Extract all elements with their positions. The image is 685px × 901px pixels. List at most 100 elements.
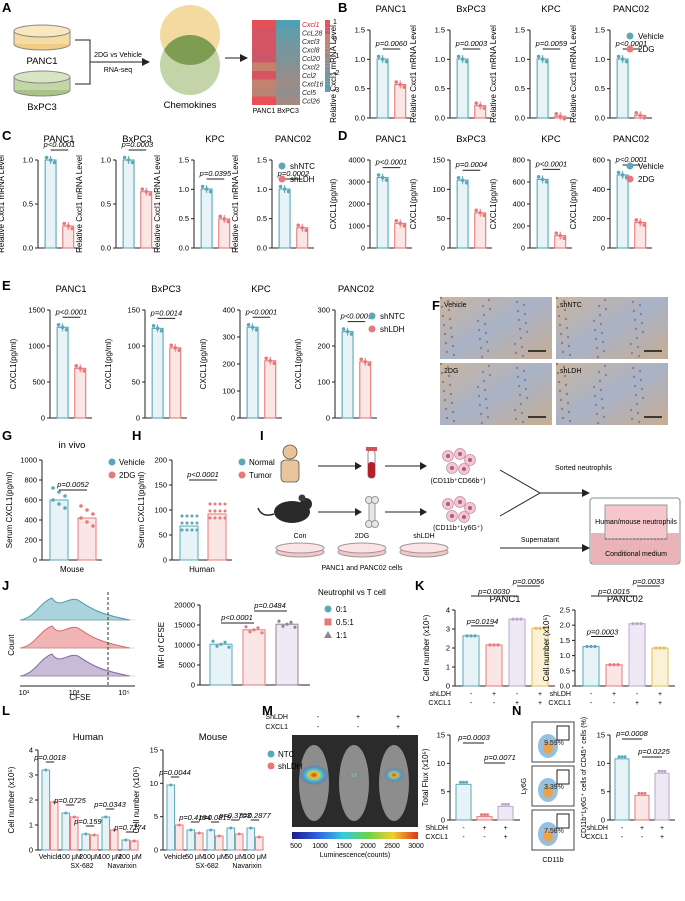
legend-swatch (626, 45, 634, 53)
heat-cell (276, 37, 300, 46)
bar (394, 84, 407, 119)
stain-dot (568, 353, 572, 357)
bar (44, 159, 57, 249)
scale-step (325, 88, 330, 92)
data-point (345, 329, 350, 334)
stain-dot (596, 355, 600, 359)
transwell-icon (589, 497, 681, 565)
data-point (620, 57, 625, 61)
sign-label: - (317, 714, 320, 721)
x-tick-label: 10³ (69, 688, 80, 697)
y-axis-label: CXCL1(pg/ml) (409, 178, 418, 229)
panel-label-d: D (338, 128, 347, 143)
legend-label: 2DG (638, 45, 654, 54)
sign-label: - (462, 825, 465, 832)
data-point (460, 57, 465, 61)
legend-label: shLDH (380, 325, 405, 334)
arrow-label-1: 2DG vs Vehicle (94, 52, 142, 59)
heat-cell (276, 96, 300, 105)
stain-dot (476, 385, 480, 389)
data-point (662, 646, 666, 650)
sign-label: + (660, 834, 664, 841)
bar (536, 58, 549, 119)
data-point (260, 631, 264, 635)
bar (206, 829, 216, 851)
stain-dot (600, 331, 604, 335)
data-point (112, 828, 116, 832)
data-point (151, 324, 156, 328)
y-axis-label: CXCL1(pg/ml) (199, 338, 208, 389)
data-point (56, 322, 61, 327)
data-point (464, 180, 469, 185)
chart-title: Mouse (199, 732, 228, 743)
data-point (474, 208, 479, 213)
arrowhead (582, 489, 590, 497)
data-point (341, 327, 346, 331)
group-label: Navarixin (232, 863, 261, 870)
x-axis-label: CD11b (542, 857, 563, 864)
y-tick-label: 10 (597, 759, 605, 768)
data-point (465, 780, 468, 784)
data-point (402, 224, 407, 228)
data-point (85, 508, 89, 512)
y-axis-label: CXCL1(pg/ml) (569, 178, 578, 229)
luminescence-signal (384, 768, 404, 782)
y-tick-label: 0.0 (179, 244, 189, 253)
bar (246, 827, 256, 851)
y-tick-label: 2 (446, 644, 450, 653)
chart-title: in vivo (59, 440, 86, 451)
y-axis-label: CD11b⁺Ly6G⁺ cells of CD45⁺ cells (%) (581, 717, 588, 838)
data-point (296, 223, 301, 228)
scale-step (325, 34, 330, 38)
x-tick-label: 100 μM (98, 854, 122, 861)
y-tick-label: 100 (127, 342, 140, 351)
legend-label: 2DG (638, 175, 654, 184)
bar (455, 783, 472, 821)
p-value: p=0.0343 (93, 800, 126, 809)
stain-dot (563, 308, 567, 312)
data-point (501, 802, 504, 806)
heat-cell (276, 20, 300, 29)
data-point (215, 644, 219, 648)
data-point (536, 54, 541, 59)
y-tick-label: 150 (127, 306, 140, 315)
stain-dot (513, 408, 517, 412)
y-tick-label: 2.5 (560, 606, 570, 615)
scale-step (325, 48, 330, 53)
cells-label: PANC1 and PANC02 cells (321, 565, 403, 572)
y-tick-label: 100 (317, 378, 330, 387)
y-tick-label: 0 (29, 846, 33, 855)
data-point (562, 116, 567, 121)
data-point (197, 831, 201, 835)
heat-cell (252, 20, 276, 29)
data-point (219, 642, 223, 646)
data-point (190, 521, 194, 525)
bar (49, 499, 69, 561)
data-point (195, 528, 199, 532)
data-point (623, 755, 627, 759)
data-point (496, 643, 500, 647)
data-point (91, 524, 95, 528)
bar (169, 347, 182, 419)
scale-step (325, 30, 330, 35)
bar (209, 643, 233, 686)
stain-dot (483, 322, 487, 326)
conditional-medium-label: Conditional medium (605, 551, 667, 558)
y-tick-label: 0.0 (355, 114, 365, 123)
p-value: p<0.0001 (186, 470, 219, 479)
row-label: CXCL1 (425, 834, 448, 841)
data-point (286, 189, 291, 194)
nucleus (462, 467, 466, 471)
data-point (51, 498, 55, 502)
p-value: p=0.0819 (198, 813, 231, 822)
data-point (483, 813, 486, 817)
y-tick-label: 0.5 (515, 84, 525, 93)
p-value: p=0.0484 (253, 601, 286, 610)
data-point (51, 486, 55, 490)
sign-label: + (482, 825, 486, 832)
data-point (223, 509, 227, 513)
sign-label: + (612, 691, 616, 698)
y-tick-label: 200 (317, 342, 330, 351)
data-point (252, 628, 256, 632)
